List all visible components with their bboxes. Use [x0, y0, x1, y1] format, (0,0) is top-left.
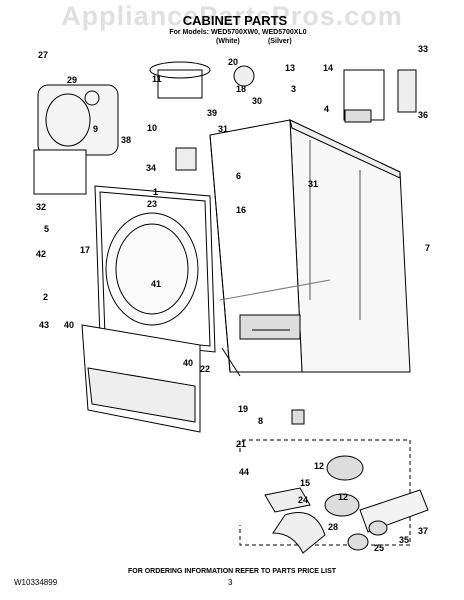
front-panel-drawing [94, 185, 216, 353]
model-list: For Models: WED5700XW0, WED5700XL0 [169, 29, 307, 36]
callout-39: 39 [207, 108, 217, 118]
callout-5: 5 [44, 224, 49, 234]
callout-9: 9 [93, 124, 98, 134]
callout-29: 29 [67, 75, 77, 85]
callout-31: 31 [218, 124, 228, 134]
callout-35: 35 [399, 535, 409, 545]
cabinet-drawing [209, 119, 411, 373]
callout-19: 19 [238, 404, 248, 414]
callout-20: 20 [228, 57, 238, 67]
callout-22: 22 [200, 364, 210, 374]
callout-21: 21 [236, 439, 246, 449]
callout-40: 40 [64, 320, 74, 330]
watermark: AppliancePartsPros.com [61, 1, 403, 31]
callout-28: 28 [328, 522, 338, 532]
ordering-info-note: FOR ORDERING INFORMATION REFER TO PARTS … [127, 568, 337, 575]
callout-37: 37 [418, 526, 428, 536]
callout-13: 13 [285, 63, 295, 73]
callout-6: 6 [236, 171, 241, 181]
kit-drawing [239, 439, 429, 554]
callout-group: 27 29 9 38 11 10 20 18 13 30 39 31 3 14 … [36, 44, 430, 553]
callout-31: 31 [308, 179, 318, 189]
callout-41: 41 [151, 279, 161, 289]
variant-silver-label: (Silver) [268, 38, 292, 45]
callout-36: 36 [418, 110, 428, 120]
callout-40: 40 [183, 358, 193, 368]
callout-23: 23 [147, 199, 157, 209]
toe-kick-drawing [81, 324, 201, 433]
callout-12: 12 [338, 492, 348, 502]
callout-25: 25 [374, 543, 384, 553]
variant-white-label: (White) [216, 38, 240, 45]
callout-1: 1 [153, 187, 158, 197]
callout-32: 32 [36, 202, 46, 212]
callout-4: 4 [324, 104, 329, 114]
callout-42: 42 [36, 249, 46, 259]
callout-24: 24 [298, 495, 308, 505]
callout-44: 44 [239, 467, 249, 477]
callout-17: 17 [80, 245, 90, 255]
page-number: 3 [228, 578, 233, 587]
callout-34: 34 [146, 163, 156, 173]
callout-10: 10 [147, 123, 157, 133]
callout-27: 27 [38, 50, 48, 60]
motor-assembly-drawing [33, 61, 417, 425]
callout-16: 16 [236, 205, 246, 215]
document-number: W10334899 [14, 578, 58, 587]
callout-18: 18 [236, 84, 246, 94]
callout-3: 3 [291, 84, 296, 94]
diagram-title: CABINET PARTS [182, 13, 288, 28]
callout-2: 2 [43, 292, 48, 302]
callout-7: 7 [425, 243, 430, 253]
callout-14: 14 [323, 63, 333, 73]
callout-30: 30 [252, 96, 262, 106]
callout-11: 11 [152, 74, 162, 84]
callout-43: 43 [39, 320, 49, 330]
callout-38: 38 [121, 135, 131, 145]
callout-33: 33 [418, 44, 428, 54]
callout-15: 15 [300, 478, 310, 488]
callout-8: 8 [258, 416, 263, 426]
callout-12: 12 [314, 461, 324, 471]
